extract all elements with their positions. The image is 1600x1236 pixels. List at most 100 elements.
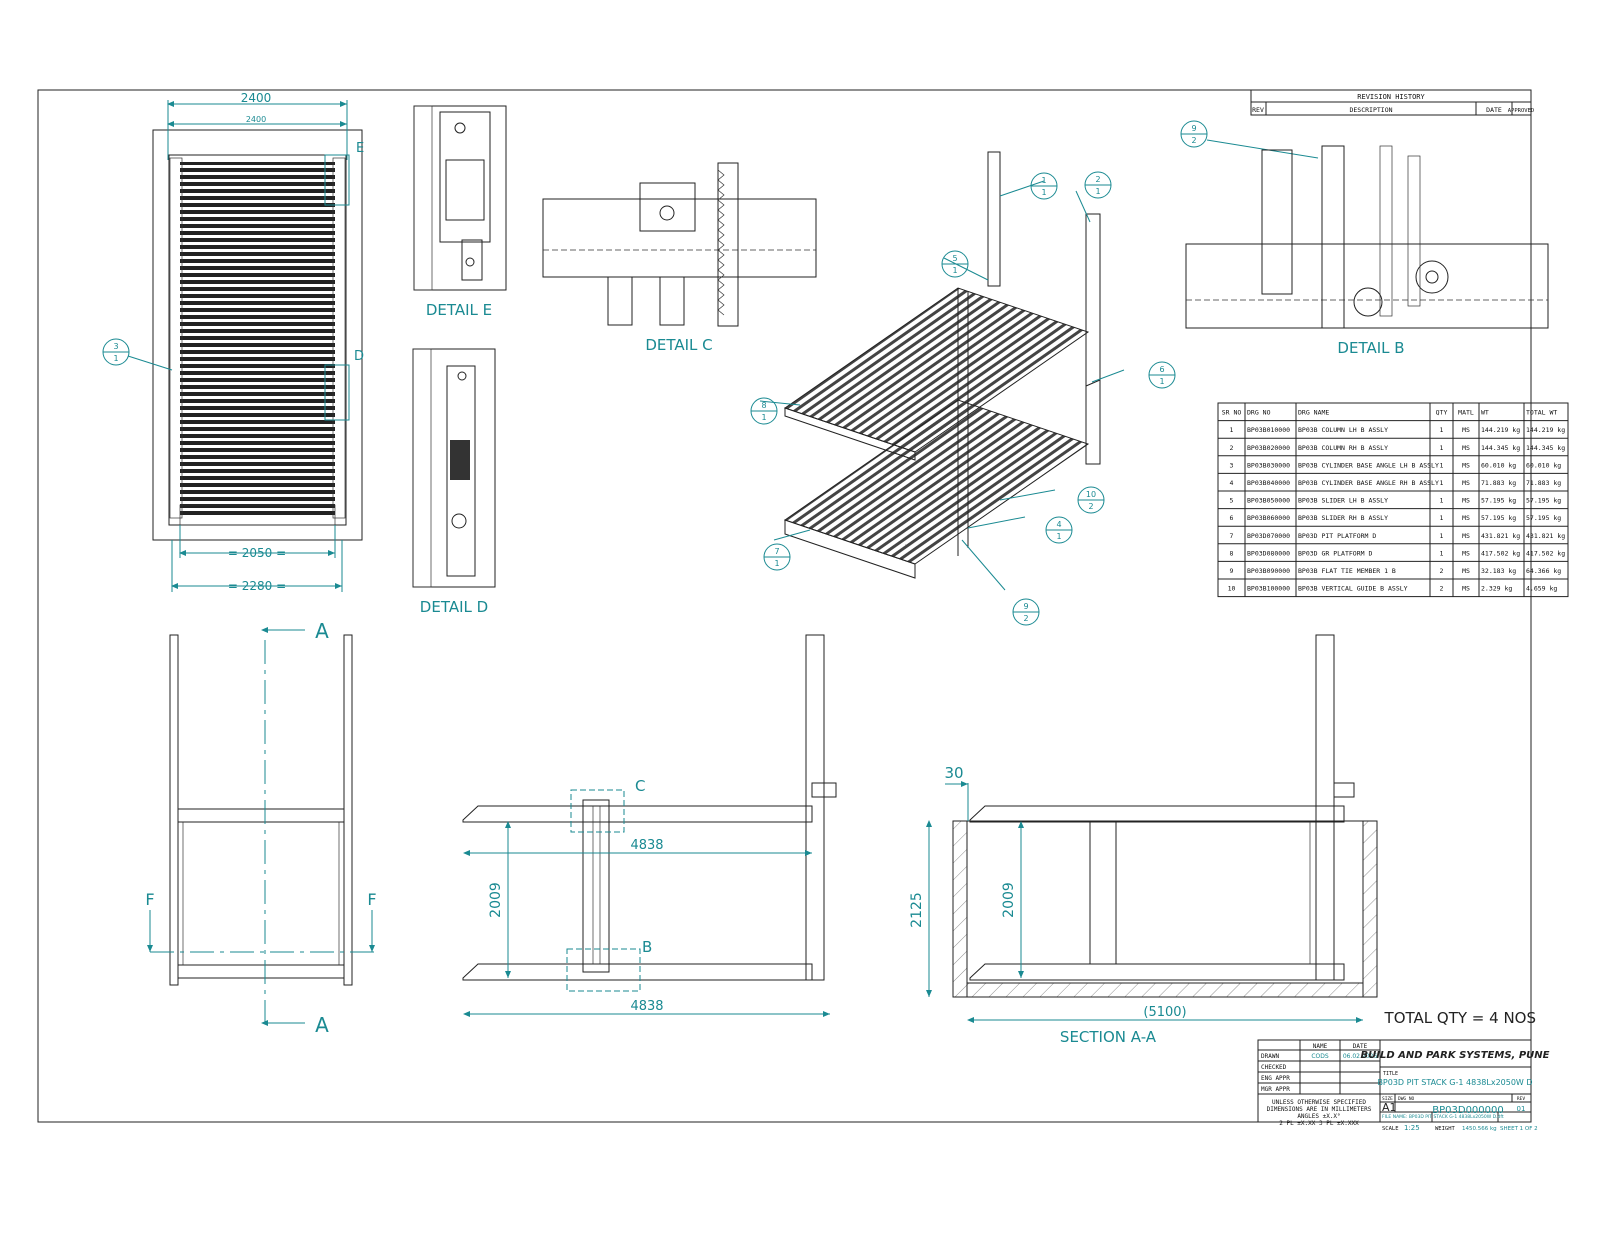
tb-row-eng: ENG APPR [1261,1075,1290,1082]
bom-cell: MS [1462,479,1470,487]
dim-sec-30: 30 [944,764,963,782]
bom-cell: 144.345 kg [1526,444,1565,452]
bom-cell: 4.659 kg [1526,585,1557,593]
bom-cell: BP03B040000 [1247,479,1290,487]
section-a-bottom: A [315,1013,329,1037]
bom-cell: 64.366 kg [1526,567,1561,575]
top-view [127,100,363,592]
bom-cell: BP03D PIT PLATFORM D [1298,532,1376,540]
bom-cell: 32.183 kg [1481,567,1516,575]
bom-cell: 144.345 kg [1481,444,1520,452]
balloon: 102 [1077,486,1105,514]
bom-cell: 4 [1230,479,1234,487]
bom-cell: BP03B CYLINDER BASE ANGLE LH B ASSLY [1298,461,1439,469]
bom-cell: BP03B050000 [1247,497,1290,505]
tb-row-checked: CHECKED [1261,1064,1287,1071]
balloon: 92 [1180,120,1208,148]
detail-e-mark: E [356,141,364,156]
bom-cell: MS [1462,585,1470,593]
bom-cell: 57.195 kg [1526,497,1561,505]
rev-col: DATE [1486,106,1502,114]
tb-weight: 1450.566 kg [1462,1126,1497,1132]
balloon: 92 [1012,598,1040,626]
svg-text:10: 10 [1086,490,1096,499]
bom-cell: MS [1462,444,1470,452]
bom-cell: 144.219 kg [1526,426,1565,434]
bom-cell: 60.010 kg [1526,461,1561,469]
bom-cell: 57.195 kg [1481,497,1516,505]
bom-cell: 57.195 kg [1526,514,1561,522]
svg-text:9: 9 [1191,124,1196,133]
svg-text:1: 1 [1041,176,1046,185]
tb-note-1: UNLESS OTHERWISE SPECIFIED [1272,1099,1366,1106]
dim-top-overall: 2400 [241,91,272,105]
bom-cell: 1 [1440,532,1444,540]
bom-cell: MS [1462,461,1470,469]
tb-dwg-no: BP03D000000 [1432,1105,1504,1116]
bom-cell: 7 [1230,532,1234,540]
detail-e-view [413,105,507,291]
svg-text:2: 2 [1095,175,1100,184]
front-view [462,634,837,1017]
detail-c-label: DETAIL C [645,336,712,354]
bom-cell: 417.502 kg [1481,549,1520,557]
balloon: 51 [941,250,969,278]
bom-cell: BP03B SLIDER RH B ASSLY [1298,514,1388,522]
bom-cell: BP03B100000 [1247,585,1290,593]
bom-cell: BP03B COLUMN RH B ASSLY [1298,444,1388,452]
bom-cell: MS [1462,567,1470,575]
detail-d-view [412,348,496,588]
section-f-left: F [145,890,154,909]
tb-dwg-label: DWG NO [1398,1096,1415,1102]
bom-cell: 1 [1440,461,1444,469]
bom-cell: 431.821 kg [1526,532,1565,540]
tb-size: A1 [1382,1101,1397,1114]
tb-size-label: SIZE [1382,1096,1393,1102]
balloon: 21 [1084,171,1112,199]
tb-note-2: DIMENSIONS ARE IN MILLIMETERS [1267,1106,1372,1113]
bom-header: QTY [1436,409,1448,417]
bom-cell: BP03B VERTICAL GUIDE B ASSLY [1298,585,1408,593]
svg-text:2: 2 [1191,136,1196,145]
tb-row-drawn: DRAWN [1261,1053,1279,1060]
svg-text:2: 2 [1023,614,1028,623]
svg-text:7: 7 [774,547,779,556]
tb-scale-label: SCALE [1382,1126,1399,1132]
svg-text:1: 1 [1056,532,1061,541]
tb-sheet: SHEET 1 OF 2 [1500,1126,1538,1132]
bom-cell: 9 [1230,567,1234,575]
svg-text:8: 8 [761,401,766,410]
tb-col-name: NAME [1313,1043,1328,1050]
detail-b-label: DETAIL B [1337,339,1404,357]
dim-sec-5100: (5100) [1143,1005,1186,1020]
bom-header: SR NO [1222,409,1242,417]
tb-note-4: 2 PL ±X.XX 3 PL ±X.XXX [1279,1120,1359,1127]
tb-drawn-date: 06.02.2026 [1343,1053,1378,1060]
bom-cell: BP03B060000 [1247,514,1290,522]
revision-history-title: REVISION HISTORY [1357,93,1425,101]
detail-b-mark: B [642,938,652,956]
bom-cell: 1 [1440,514,1444,522]
svg-text:2: 2 [1088,502,1093,511]
bom-cell: 71.883 kg [1526,479,1561,487]
balloon: 81 [750,397,778,425]
svg-text:1: 1 [113,354,118,363]
tb-col-date: DATE [1353,1043,1368,1050]
rev-col: APPROVED [1508,108,1535,114]
bom-cell: 8 [1230,549,1234,557]
balloon: 41 [1045,516,1073,544]
bom-cell: 1 [1440,426,1444,434]
tb-title-label: TITLE [1383,1071,1398,1077]
tb-file-name: FILE NAME: BP03D PIT STACK G-1 4838Lx205… [1382,1114,1504,1120]
rev-col: REV [1252,106,1264,114]
bom-cell: 57.195 kg [1481,514,1516,522]
svg-text:1: 1 [1159,377,1164,386]
section-aa-label: SECTION A-A [1060,1028,1157,1046]
tb-scale: 1:25 [1404,1124,1420,1132]
tb-title: BP03D PIT STACK G-1 4838Lx2050W D [1377,1078,1532,1087]
bom-cell: BP03B CYLINDER BASE ANGLE RH B ASSLY [1298,479,1439,487]
side-view [147,627,378,1026]
total-qty: TOTAL QTY = 4 NOS [1384,1009,1536,1027]
bom-cell: BP03B010000 [1247,426,1290,434]
